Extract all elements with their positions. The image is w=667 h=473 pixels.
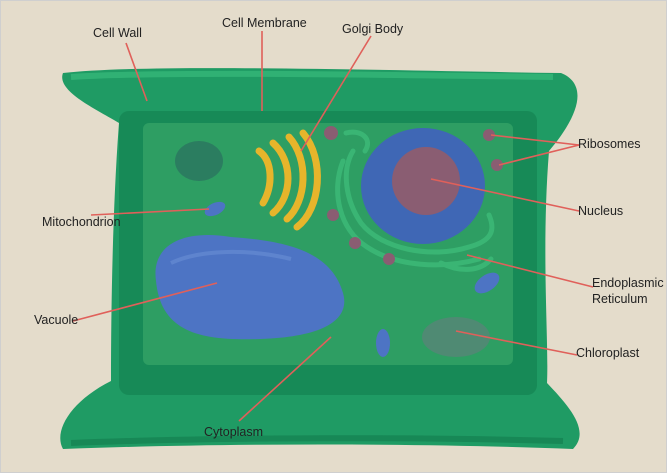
label-vacuole: Vacuole xyxy=(34,313,78,327)
label-cell-membrane: Cell Membrane xyxy=(222,16,307,30)
label-ribosomes: Ribosomes xyxy=(578,137,641,151)
label-endoplasmic: Endoplasmic xyxy=(592,276,664,290)
label-nucleus: Nucleus xyxy=(578,204,623,218)
label-cytoplasm: Cytoplasm xyxy=(204,425,263,439)
cell-wall-highlight-top xyxy=(71,74,553,77)
label-reticulum: Reticulum xyxy=(592,292,648,306)
label-cell-wall: Cell Wall xyxy=(93,26,142,40)
label-chloroplast: Chloroplast xyxy=(576,346,639,360)
mitochondrion-blob xyxy=(175,141,223,181)
chloroplast xyxy=(422,317,490,357)
label-mitochondrion: Mitochondrion xyxy=(42,215,121,229)
blue-organelle-bottom xyxy=(376,329,390,357)
label-golgi-body: Golgi Body xyxy=(342,22,403,36)
nucleus-inner xyxy=(392,147,460,215)
